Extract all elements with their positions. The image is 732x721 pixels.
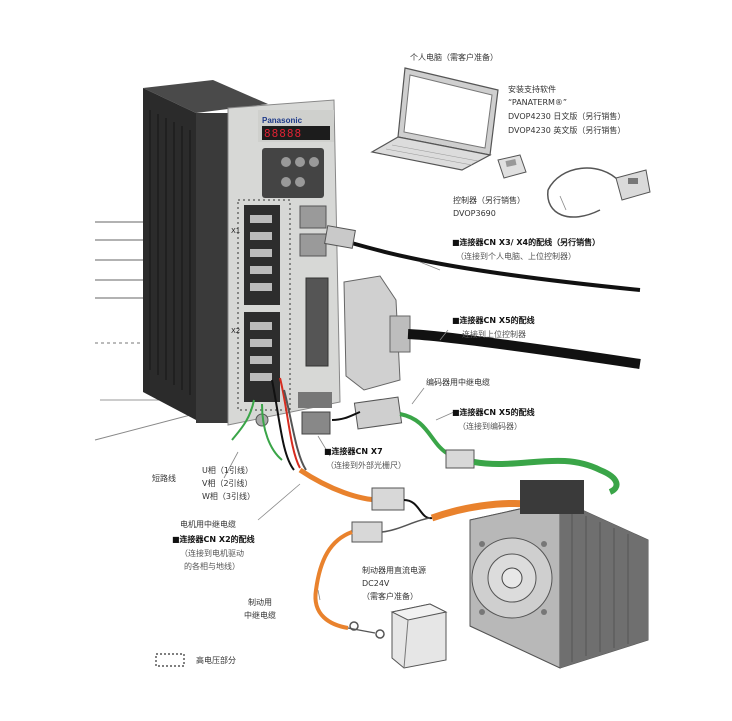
label-cnx3x4-sub: （连接到个人电脑、上位控制器） xyxy=(456,252,576,261)
motor-power-wires xyxy=(231,377,307,471)
servo-motor xyxy=(469,480,649,669)
label-cnx7-title: ■连接器CN X7 xyxy=(324,447,383,456)
label-controller-name: 控制器（另行销售） xyxy=(453,196,525,205)
label-cnx3x4-title: ■连接器CN X3/ X4的配线（另行销售） xyxy=(452,238,601,247)
label-cnx5-enc-title: ■连接器CN X5的配线 xyxy=(452,408,535,417)
connector-x1-label: X1 xyxy=(231,227,240,235)
label-cnx5-top-sub: 连接到上位控制器 xyxy=(462,330,526,339)
cable-motor-orange xyxy=(298,467,541,522)
label-cnx2-title: ■连接器CN X2的配线 xyxy=(172,535,255,544)
laptop xyxy=(370,67,499,171)
drive-shift-button[interactable] xyxy=(295,177,305,187)
handheld-controller xyxy=(547,167,651,218)
label-cnx7-sub: （连接到外部光栅尺） xyxy=(326,461,406,470)
label-brake-power-3: （需客户准备） xyxy=(362,592,418,601)
drive-display xyxy=(262,126,330,140)
label-phase-w: W相（3引线） xyxy=(202,492,255,501)
label-cnx2-sub2: 的各相与地线） xyxy=(184,562,240,571)
label-brake-power-1: 制动器用直流电源 xyxy=(362,566,426,575)
drive-keypad xyxy=(262,148,324,198)
label-short-wire: 短路线 xyxy=(152,474,176,483)
drive-top xyxy=(143,80,268,113)
hv-legend-box xyxy=(155,653,185,667)
label-cnx5-top-title: ■连接器CN X5的配线 xyxy=(452,316,535,325)
drive-heatsink-lower xyxy=(196,113,228,423)
label-software-title: 安装支持软件 xyxy=(508,85,556,94)
label-cnx2-sub1: （连接到电机驱动 xyxy=(180,549,244,558)
drive-up-button[interactable] xyxy=(309,157,319,167)
label-controller-code: DVOP3690 xyxy=(453,209,496,218)
motor-connector-box xyxy=(520,480,584,514)
label-hv-legend: 高电压部分 xyxy=(196,656,236,665)
leader-lines xyxy=(223,195,567,601)
drive-side xyxy=(143,88,196,420)
label-pc: 个人电脑（需客户准备） xyxy=(410,53,498,62)
drive-brand: Panasonic xyxy=(262,116,303,125)
floppy-disk xyxy=(497,154,527,179)
dc-power-supply-box xyxy=(390,603,448,669)
connector-x7-port xyxy=(301,411,331,435)
drive-down-button[interactable] xyxy=(281,177,291,187)
label-software-jp: DVOP4230 日文版（另行销售） xyxy=(508,112,626,121)
cable-cnx5-controller xyxy=(343,275,641,391)
connector-x5-port xyxy=(305,277,329,367)
drive-hv-area xyxy=(237,199,291,411)
drive-set-button[interactable] xyxy=(295,157,305,167)
cable-brake-orange xyxy=(313,517,431,639)
connector-x4-port xyxy=(299,233,327,257)
label-brake-relay-1: 制动用 xyxy=(248,598,272,607)
label-brake-power-2: DC24V xyxy=(362,579,390,588)
cable-encoder xyxy=(331,396,620,495)
cable-cnx3-x4 xyxy=(324,225,641,292)
connector-x6-port xyxy=(298,392,332,408)
connector-x2-label: X2 xyxy=(231,327,240,335)
connector-x3-port xyxy=(299,205,327,229)
motor-shaft xyxy=(501,567,523,589)
label-phase-v: V相（2引线） xyxy=(202,479,253,488)
drive-mode-button[interactable] xyxy=(281,157,291,167)
label-brake-relay-2: 中继电缆 xyxy=(244,611,276,620)
label-software-en: DVOP4230 英文版（另行销售） xyxy=(508,126,626,135)
label-encoder-relay: 编码器用中继电缆 xyxy=(426,378,490,387)
label-phase-u: U相（1引线） xyxy=(202,466,253,475)
drive-display-digits: 88888 xyxy=(264,127,302,140)
label-motor-relay: 电机用中继电缆 xyxy=(180,520,236,529)
servo-drive: Panasonic 88888 X1 X2 xyxy=(143,80,341,435)
label-cnx5-enc-sub: （连接到编码器） xyxy=(458,422,522,431)
label-software-name: “PANATERM®” xyxy=(508,98,568,107)
